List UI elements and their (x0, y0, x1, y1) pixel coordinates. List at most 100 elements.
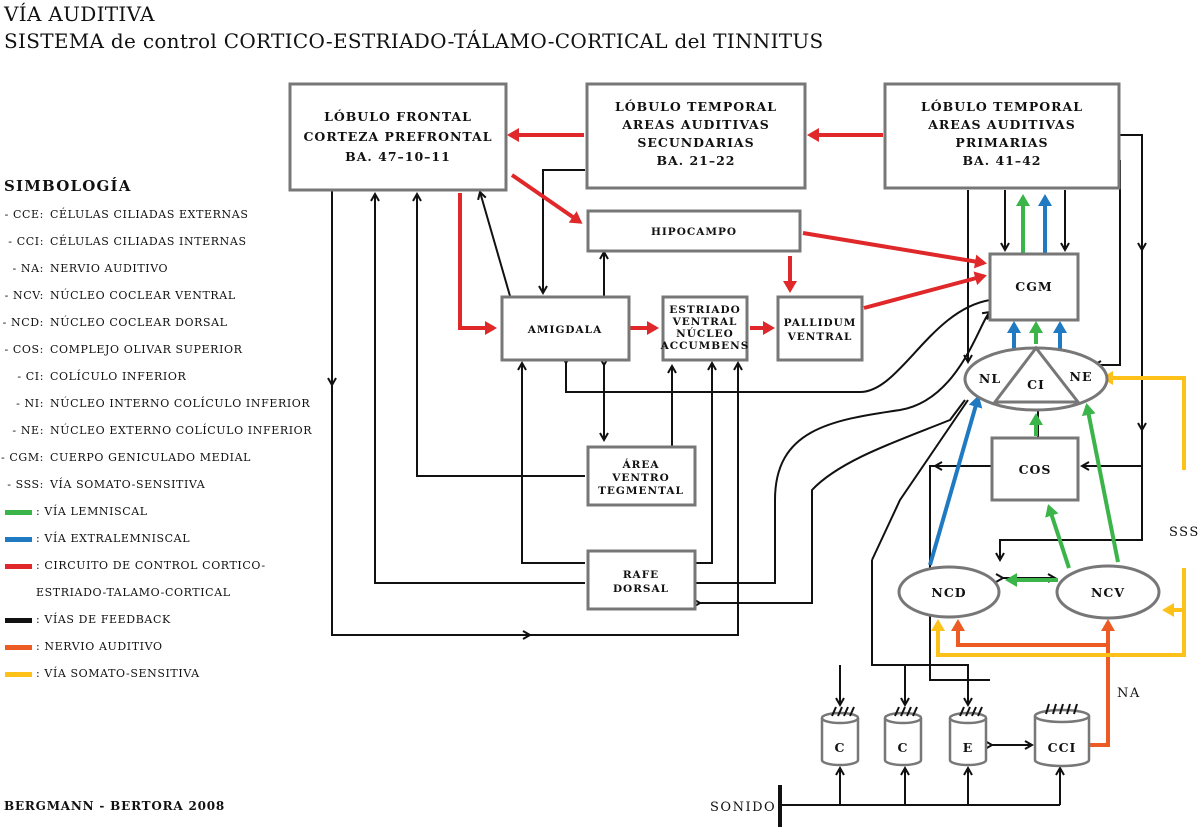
legend-abbr-sss: - SSS:VÍA SOMATO-SENSITIVA (0, 478, 205, 491)
green-ncv-to-cos (1045, 504, 1071, 569)
red-frontal-to-amigdala (458, 193, 497, 335)
node-rafe-dorsal: RAFE DORSAL (586, 549, 697, 611)
cell-label: CCI (1048, 740, 1077, 755)
legend-abbr-cce: - CCE:CÉLULAS CILIADAS EXTERNAS (0, 208, 248, 221)
feedback-rafe-to-estriado (695, 363, 712, 564)
legend-abbr-ni: - NI:NÚCLEO INTERNO COLÍCULO INFERIOR (0, 397, 310, 410)
node-label: CORTEZA PREFRONTAL (303, 129, 492, 144)
node-amigdala: AMIGDALA (500, 295, 631, 362)
node-label: RAFE (623, 569, 659, 581)
abbr-code: - SSS: (7, 478, 44, 491)
symbol-definition: : VÍA LEMNISCAL (36, 505, 148, 518)
somatosensory-pathway (931, 371, 1186, 657)
legend-abbr-ncd: - NCD:NÚCLEO COCLEAR DORSAL (0, 316, 228, 329)
node-cos: COS (990, 436, 1080, 502)
node-label-ci: CI (1027, 377, 1045, 392)
abbr-code: - COS: (4, 343, 44, 356)
node-label: VENTRAL (787, 331, 853, 343)
abbr-definition: NÚCLEO EXTERNO COLÍCULO INFERIOR (50, 424, 313, 437)
node-label: TEGMENTAL (598, 485, 684, 497)
node-pallidum-ventral: PALLIDUM VENTRAL (776, 295, 864, 362)
auditory-nerve-pathway (951, 619, 1115, 747)
node-cgm: CGM (988, 252, 1080, 322)
swatch-yellow (5, 672, 32, 677)
cell-top (820, 711, 860, 725)
stereocilia (894, 706, 918, 717)
node-label: NCV (1091, 585, 1125, 600)
cortico-striato-thalamo-cortical-circuit (458, 128, 987, 335)
cell-body (948, 718, 988, 767)
feedback-frontal-to-estriado (331, 190, 738, 636)
node-label: AREAS AUDITIVAS (621, 117, 770, 132)
abbr-definition: NÚCLEO COCLEAR VENTRAL (50, 289, 236, 302)
node-label-nl: NL (979, 371, 1001, 386)
abbr-code: - CGM: (1, 451, 44, 464)
legend-abbr-ci: - CI:COLÍCULO INFERIOR (0, 370, 186, 383)
node-temporal-primary: LÓBULO TEMPORAL AREAS AUDITIVAS PRIMARIA… (883, 82, 1121, 190)
node-label: BA. 41–42 (962, 153, 1041, 168)
node-box (586, 209, 802, 253)
feedback-cgm-to-amigdala (566, 299, 991, 393)
node-label: PRIMARIAS (955, 135, 1048, 150)
node-ncv: NCV (1055, 564, 1161, 620)
node-ellipse (1055, 564, 1161, 620)
legend-abbr-ncv: - NCV: NÚCLEO COCLEAR VENTRAL (0, 289, 236, 302)
legend-abbr-cgm: - CGM:CUERPO GENICULADO MEDIAL (0, 451, 251, 464)
label-sonido: SONIDO (710, 800, 776, 815)
node-estriado-ventral: ESTRIADO VENTRAL NÚCLEO ACCUMBENS (660, 295, 749, 362)
node-box (288, 82, 508, 192)
label-na: NA (1117, 686, 1141, 701)
node-label: AMIGDALA (527, 324, 602, 336)
node-label: COS (1019, 462, 1052, 477)
cell-label: E (963, 740, 974, 755)
node-colliculus: NL CI NE (963, 345, 1109, 412)
feedback-amigdala-to-frontal (480, 192, 511, 297)
yellow-sss-to-ncv (1162, 568, 1186, 617)
node-label-ne: NE (1070, 369, 1093, 384)
swatch-blue (5, 537, 32, 542)
abbr-definition: COLÍCULO INFERIOR (50, 370, 187, 383)
node-label: SECUNDARIAS (637, 135, 754, 150)
node-label: BA. 47–10–11 (345, 149, 451, 164)
swatch-red (5, 564, 32, 569)
hair-cell-cci: CCI (1033, 703, 1091, 768)
node-box (776, 295, 864, 362)
symbol-definition-continuation: ESTRIADO-TALAMO-CORTICAL (36, 586, 231, 599)
abbr-definition: CÉLULAS CILIADAS INTERNAS (50, 235, 247, 248)
node-box (990, 436, 1080, 502)
blue-ncd-to-nl (928, 395, 983, 566)
node-label: HIPOCAMPO (651, 226, 737, 238)
node-hipocampo: HIPOCAMPO (586, 209, 802, 253)
abbr-definition: COMPLEJO OLIVAR SUPERIOR (50, 343, 243, 356)
red-hipocampo-to-cgm (802, 231, 987, 269)
hair-cell-c2: C (883, 706, 923, 767)
node-box (500, 295, 631, 362)
feedback-lines (331, 134, 1142, 827)
node-label: LÓBULO TEMPORAL (615, 98, 777, 114)
swatch-orange (5, 645, 32, 650)
red-pallidum-to-cgm (863, 271, 987, 310)
node-label: CGM (1015, 279, 1052, 294)
legend-abbr-cci: - CCI:CÉLULAS CILIADAS INTERNAS (0, 235, 247, 248)
feedback-avt-to-frontal (417, 194, 585, 477)
cell-body (1033, 716, 1091, 768)
feedback-nl-down (871, 399, 969, 561)
abbr-code: - NCV: (4, 289, 44, 302)
abbr-code: - NE: (12, 424, 44, 437)
cell-top (948, 711, 988, 725)
feedback-nl-to-rafe (700, 399, 966, 603)
symbol-definition: : NERVIO AUDITIVO (36, 640, 163, 653)
node-label: AREAS AUDITIVAS (927, 117, 1076, 132)
node-box (988, 252, 1080, 322)
swatch-green (5, 510, 32, 515)
swatch-black (5, 618, 32, 623)
node-label: NCD (931, 585, 966, 600)
hair-cell-e: E (948, 706, 988, 767)
node-label: LÓBULO TEMPORAL (921, 98, 1083, 114)
extralemniscal-pathway (928, 194, 1067, 566)
legend-abbr-na: - NA:NERVIO AUDITIVO (0, 262, 168, 275)
symbol-definition: : VÍA EXTRALEMNISCAL (36, 532, 191, 545)
symbol-definition: : VÍA SOMATO-SENSITIVA (36, 667, 200, 680)
feedback-rafe-to-cgm (695, 312, 990, 584)
